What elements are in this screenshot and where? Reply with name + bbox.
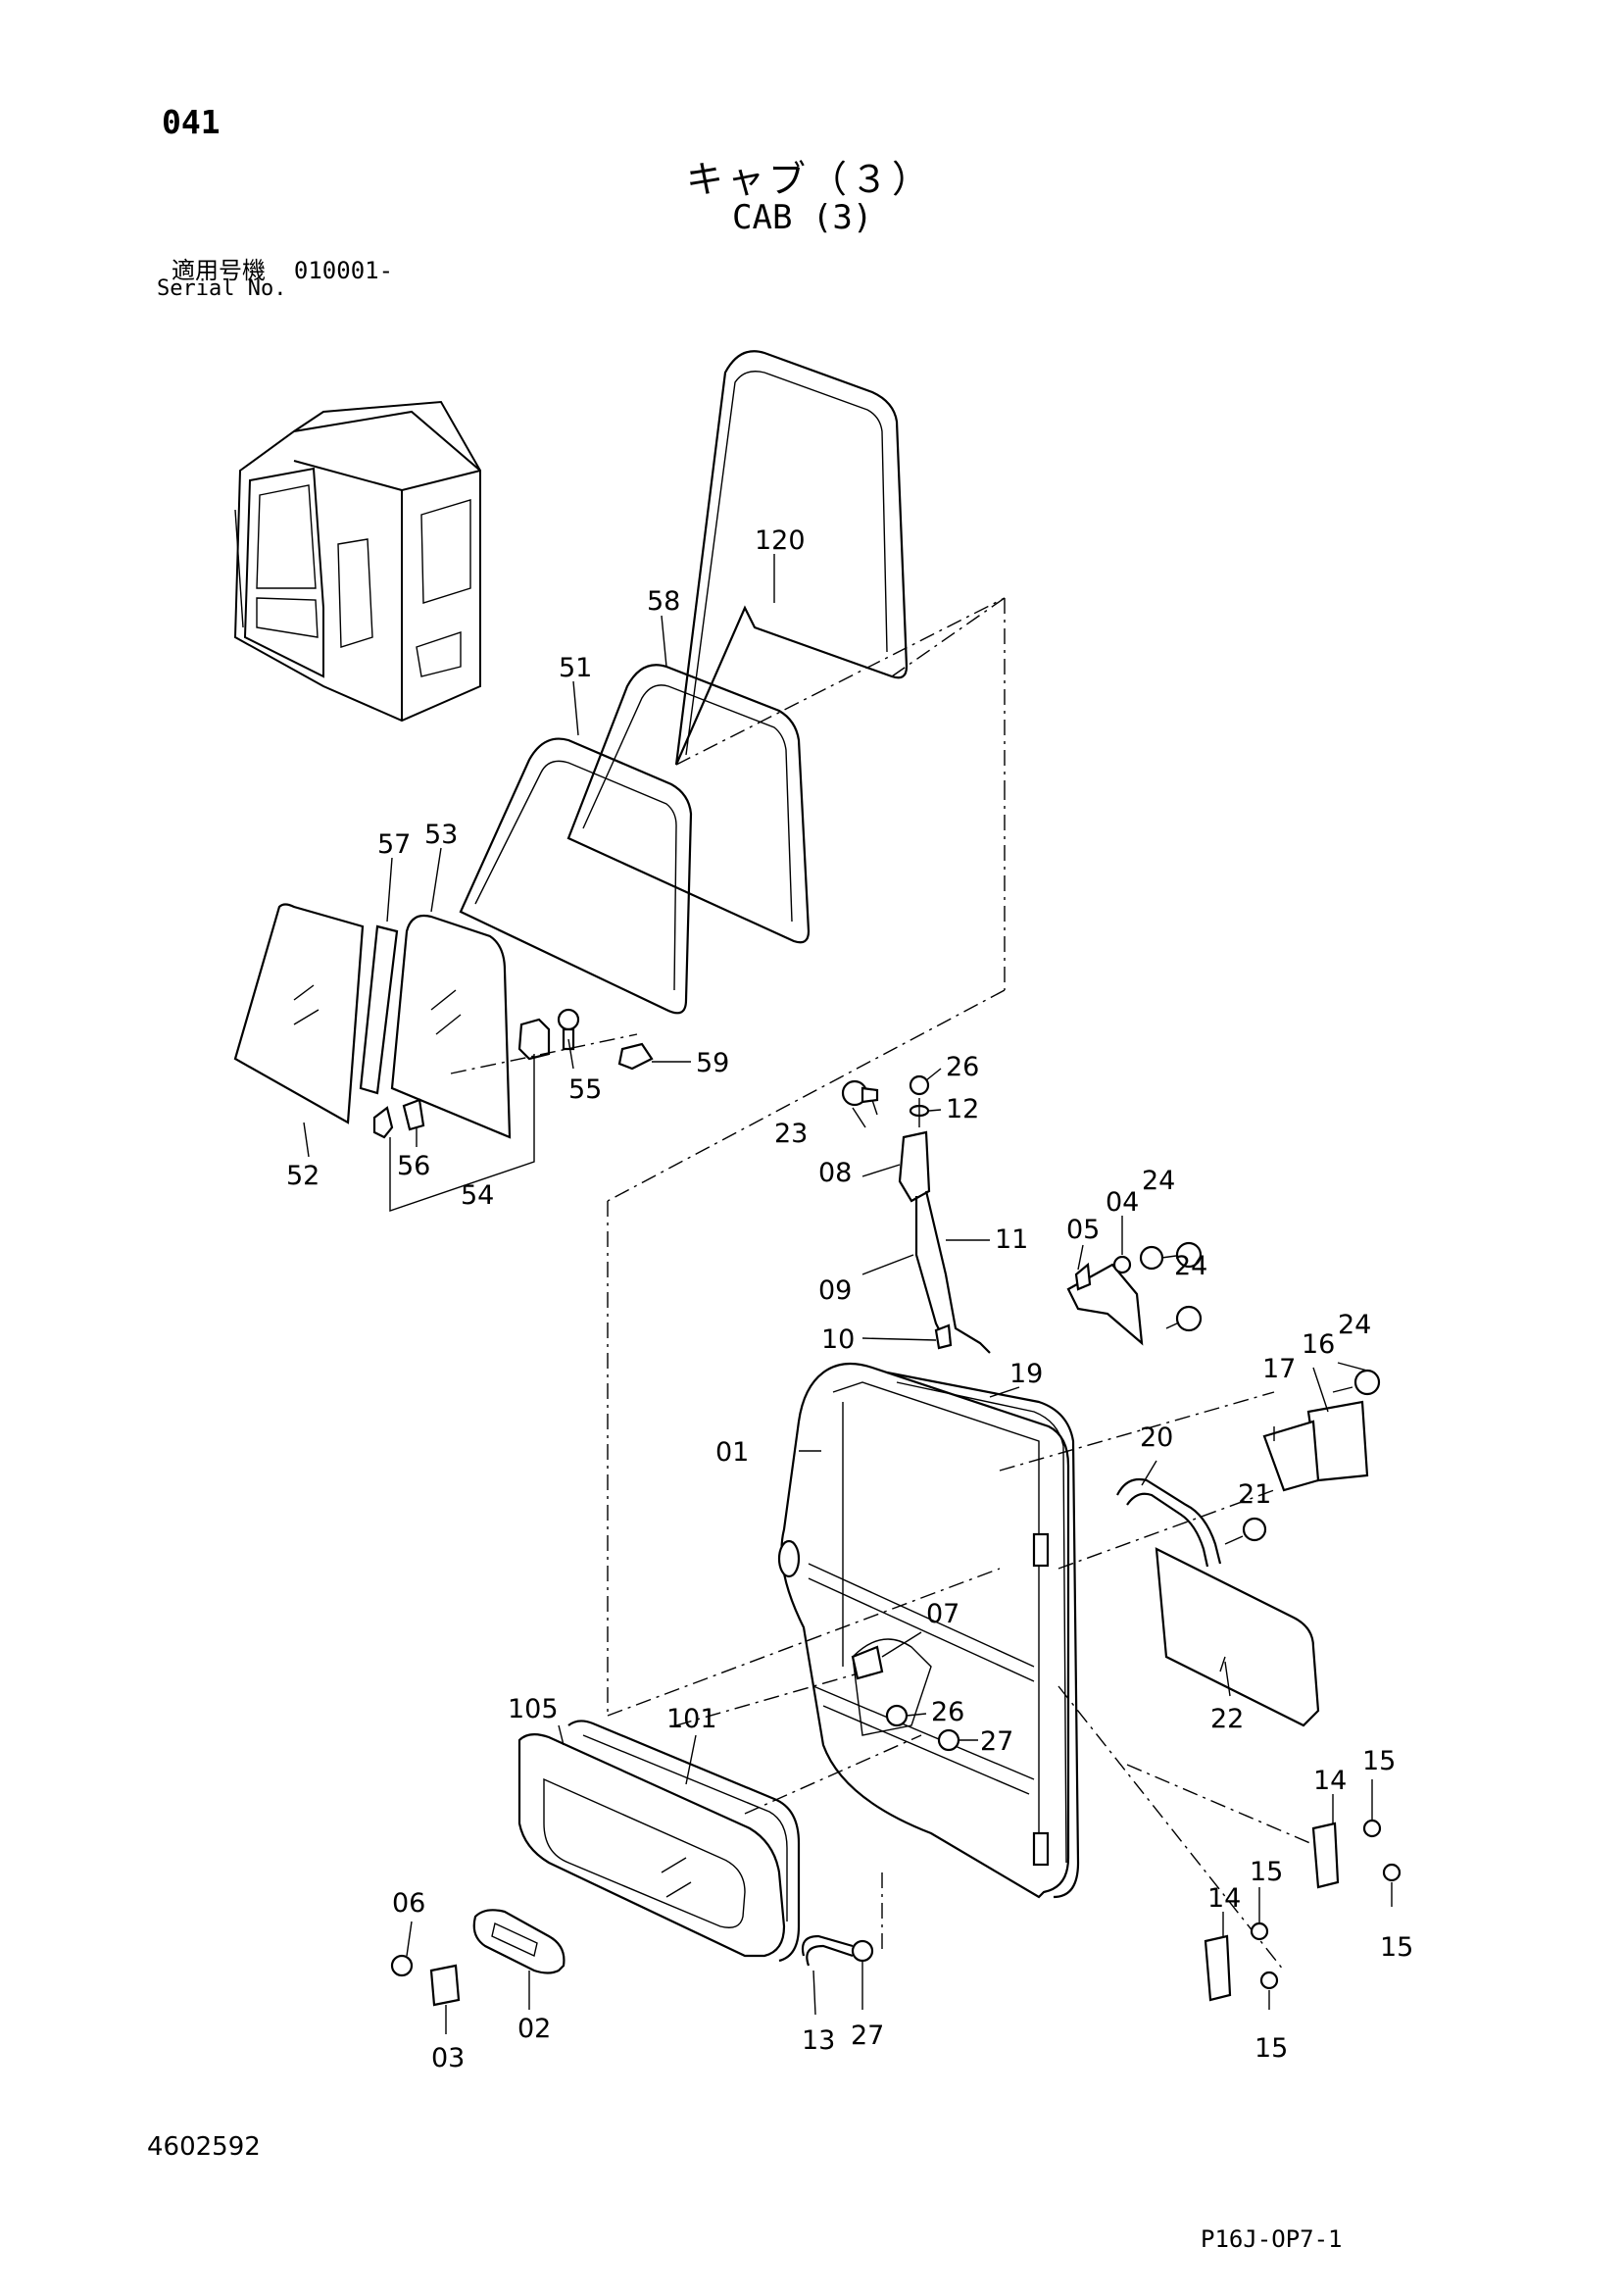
window-seal-101 bbox=[567, 1720, 801, 1963]
callout-57: 57 bbox=[377, 829, 411, 860]
callout-07: 07 bbox=[926, 1599, 959, 1629]
hinge-14-upper bbox=[1311, 1819, 1402, 1889]
callout-05: 05 bbox=[1066, 1215, 1100, 1245]
serial-range: 010001- bbox=[293, 257, 394, 284]
callout-55: 55 bbox=[568, 1074, 602, 1105]
callout-26-top: 26 bbox=[946, 1052, 979, 1082]
latch-assembly-54 bbox=[372, 1008, 654, 1139]
guide-lines bbox=[450, 597, 1334, 1972]
callout-20: 20 bbox=[1140, 1423, 1173, 1453]
leader-lines-lower bbox=[558, 1068, 1393, 2010]
callout-14-lower: 14 bbox=[1207, 1883, 1241, 1914]
callout-24-a: 24 bbox=[1142, 1166, 1175, 1196]
callout-59: 59 bbox=[696, 1048, 729, 1078]
window-seal-58 bbox=[566, 664, 811, 944]
cab-overview-drawing bbox=[233, 400, 481, 723]
callout-120: 120 bbox=[755, 525, 806, 556]
callout-02: 02 bbox=[517, 2014, 551, 2044]
callout-13: 13 bbox=[802, 2025, 835, 2056]
callout-06: 06 bbox=[392, 1888, 425, 1919]
hinge-14-lower bbox=[1204, 1922, 1279, 2002]
callout-12: 12 bbox=[946, 1094, 979, 1124]
callout-27-bottom: 27 bbox=[851, 2021, 884, 2051]
leader-lines-upper bbox=[303, 554, 775, 1212]
callout-53: 53 bbox=[424, 820, 458, 850]
title-english: CAB (3) bbox=[732, 198, 873, 237]
callout-101: 101 bbox=[666, 1704, 717, 1734]
handle-03 bbox=[429, 1964, 461, 2034]
callout-58: 58 bbox=[647, 586, 680, 617]
serial-label-jp-text: 適用号機 bbox=[172, 257, 266, 284]
trim-panel-22 bbox=[1155, 1547, 1320, 1727]
callout-04: 04 bbox=[1106, 1187, 1139, 1218]
callout-52: 52 bbox=[286, 1161, 320, 1191]
striker-plate bbox=[1066, 1241, 1203, 1346]
callout-56: 56 bbox=[397, 1151, 430, 1181]
sheet-code: P16J-OP7-1 bbox=[1201, 2225, 1343, 2253]
drawing-number: 4602592 bbox=[147, 2132, 261, 2162]
callout-15-c: 15 bbox=[1250, 1857, 1283, 1887]
callout-24-b: 24 bbox=[1174, 1251, 1207, 1281]
cover-plate-16 bbox=[1306, 1369, 1381, 1482]
lock-bracket-02 bbox=[472, 1909, 566, 2010]
knob-06 bbox=[390, 1921, 414, 1977]
serial-label-english: Serial No. bbox=[157, 276, 287, 301]
callout-03: 03 bbox=[431, 2043, 465, 2073]
callout-15-a: 15 bbox=[1362, 1746, 1396, 1776]
callout-27-mid: 27 bbox=[980, 1726, 1013, 1757]
window-seal-51 bbox=[459, 737, 693, 1015]
page-number: 041 bbox=[162, 103, 221, 141]
gasket-17 bbox=[1262, 1420, 1320, 1492]
callout-09: 09 bbox=[818, 1275, 852, 1306]
callout-23: 23 bbox=[774, 1119, 808, 1149]
glass-52 bbox=[233, 903, 365, 1124]
callout-54: 54 bbox=[461, 1180, 494, 1211]
inner-window-frame-105 bbox=[517, 1733, 786, 1958]
callout-14-upper: 14 bbox=[1313, 1766, 1347, 1796]
latch-07 bbox=[851, 1631, 922, 1680]
callout-10: 10 bbox=[821, 1324, 855, 1355]
door-frame-01 bbox=[777, 1362, 1070, 1899]
callout-105: 105 bbox=[508, 1694, 559, 1724]
callout-24-c: 24 bbox=[1338, 1310, 1371, 1340]
grab-handle-13 bbox=[801, 1934, 854, 2016]
window-seal-120 bbox=[674, 350, 909, 766]
title-japanese: キャブ（３） bbox=[686, 158, 934, 201]
door-seal-19 bbox=[886, 1371, 1080, 1899]
handle-20 bbox=[1116, 1477, 1267, 1568]
callout-labels: 120 58 51 57 53 59 55 56 52 54 26 12 23 … bbox=[286, 525, 1413, 2073]
hinge-and-rod bbox=[841, 1074, 991, 1354]
serial-label-japanese: 適用号機 010001- bbox=[172, 251, 393, 285]
callout-01: 01 bbox=[715, 1437, 749, 1468]
callout-16: 16 bbox=[1302, 1329, 1335, 1360]
glass-53 bbox=[390, 914, 512, 1139]
callout-15-d: 15 bbox=[1254, 2033, 1288, 2064]
callout-21: 21 bbox=[1238, 1479, 1271, 1510]
strip-57 bbox=[359, 924, 399, 1095]
callout-19: 19 bbox=[1009, 1359, 1043, 1389]
callout-08: 08 bbox=[818, 1158, 852, 1188]
nut-27-lower bbox=[851, 1939, 874, 2010]
callout-15-b: 15 bbox=[1380, 1932, 1413, 1963]
callout-22: 22 bbox=[1210, 1704, 1244, 1734]
callout-17: 17 bbox=[1262, 1354, 1296, 1384]
nuts-26-27 bbox=[885, 1704, 978, 1752]
callout-51: 51 bbox=[559, 653, 592, 683]
callout-11: 11 bbox=[995, 1224, 1028, 1255]
callout-26-mid: 26 bbox=[931, 1697, 964, 1727]
